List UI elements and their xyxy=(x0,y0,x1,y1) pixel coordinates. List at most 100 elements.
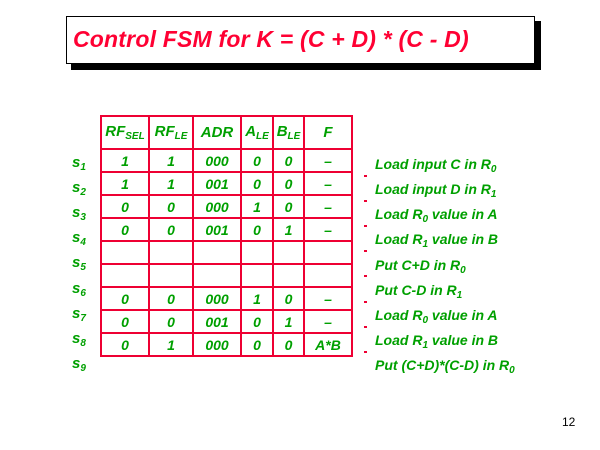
table-header-row: RFSEL RFLE ADR ALE BLE F xyxy=(100,115,353,150)
state-description: Put C+D in R0 xyxy=(375,256,466,280)
desc-text: Load R xyxy=(375,206,423,222)
desc-sub: 0 xyxy=(490,164,497,175)
cell-b-le: 0 xyxy=(272,148,305,173)
cell-a-le xyxy=(240,240,274,265)
state-letter: s xyxy=(72,204,81,221)
header-main: RF xyxy=(154,123,175,140)
cell-rf-le: 1 xyxy=(148,171,194,196)
desc-text: Load input D in R xyxy=(375,181,491,197)
desc-sub: 0 xyxy=(422,214,429,225)
desc-text: value in A xyxy=(428,307,498,323)
desc-text: Put C+D in R xyxy=(375,257,461,273)
header-a-le: ALE xyxy=(240,115,274,150)
cell-a-le xyxy=(240,263,274,288)
state-index: 2 xyxy=(80,187,86,198)
state-description: Load input D in R1 xyxy=(375,180,496,204)
state-letter: s xyxy=(72,254,81,271)
desc-text: Load R xyxy=(375,231,423,247)
cell-f: – xyxy=(303,194,353,219)
cell-f: – xyxy=(303,171,353,196)
table-row xyxy=(100,240,353,265)
state-letter: s xyxy=(72,330,81,347)
cell-rf-le: 1 xyxy=(148,148,194,173)
desc-sub: 1 xyxy=(422,239,429,250)
state-index: 5 xyxy=(80,262,86,273)
header-main: A xyxy=(245,123,257,140)
state-label-s5: s5 xyxy=(72,254,86,277)
state-description: Put (C+D)*(C-D) in R0 xyxy=(375,356,515,380)
cell-b-le: 0 xyxy=(272,332,305,357)
cell-rf-sel: 0 xyxy=(100,309,150,334)
cell-adr xyxy=(192,240,242,265)
cell-f: – xyxy=(303,217,353,242)
cell-f: – xyxy=(303,309,353,334)
desc-sub: 1 xyxy=(490,189,497,200)
cell-a-le: 0 xyxy=(240,332,274,357)
cell-adr: 000 xyxy=(192,286,242,311)
cell-a-le: 0 xyxy=(240,309,274,334)
state-index: 1 xyxy=(80,162,86,173)
cell-b-le: 0 xyxy=(272,286,305,311)
state-letter: s xyxy=(72,280,81,297)
state-description: Load R0 value in A xyxy=(375,306,498,330)
cell-a-le: 0 xyxy=(240,217,274,242)
grid-tick xyxy=(364,326,367,328)
table-row xyxy=(100,263,353,288)
desc-text: value in B xyxy=(428,332,499,348)
cell-rf-sel: 1 xyxy=(100,171,150,196)
desc-text: Load input C in R xyxy=(375,156,491,172)
state-index: 9 xyxy=(80,363,86,374)
desc-sub: 1 xyxy=(422,340,429,351)
state-label-s4: s4 xyxy=(72,229,86,252)
cell-b-le: 0 xyxy=(272,194,305,219)
state-index: 6 xyxy=(80,288,86,299)
cell-adr: 001 xyxy=(192,309,242,334)
state-letter: s xyxy=(72,229,81,246)
cell-adr: 001 xyxy=(192,217,242,242)
cell-f: – xyxy=(303,286,353,311)
desc-sub: 1 xyxy=(456,290,463,301)
cell-a-le: 1 xyxy=(240,194,274,219)
cell-a-le: 0 xyxy=(240,171,274,196)
desc-text: Load R xyxy=(375,332,423,348)
header-sub: SEL xyxy=(125,131,145,142)
grid-tick xyxy=(364,275,367,277)
desc-text: value in B xyxy=(428,231,499,247)
desc-text: value in A xyxy=(428,206,498,222)
cell-b-le: 1 xyxy=(272,217,305,242)
cell-adr xyxy=(192,263,242,288)
cell-adr: 000 xyxy=(192,194,242,219)
slide-title: Control FSM for K = (C + D) * (C - D) xyxy=(73,26,469,52)
grid-tick xyxy=(364,301,367,303)
state-index: 8 xyxy=(80,338,86,349)
state-index: 7 xyxy=(80,313,86,324)
cell-a-le: 0 xyxy=(240,148,274,173)
title-box: Control FSM for K = (C + D) * (C - D) xyxy=(66,16,535,64)
cell-rf-sel: 0 xyxy=(100,286,150,311)
header-adr: ADR xyxy=(192,115,242,150)
state-description: Load R1 value in B xyxy=(375,331,498,355)
desc-text: Put C-D in R xyxy=(375,282,457,298)
header-main: ADR xyxy=(200,124,234,141)
grid-tick xyxy=(364,250,367,252)
cell-rf-le: 0 xyxy=(148,217,194,242)
cell-rf-le: 0 xyxy=(148,194,194,219)
state-label-s7: s7 xyxy=(72,305,86,328)
state-label-s1: s1 xyxy=(72,154,86,177)
cell-rf-le: 0 xyxy=(148,286,194,311)
cell-adr: 000 xyxy=(192,332,242,357)
grid-tick xyxy=(364,200,367,202)
state-description: Load input C in R0 xyxy=(375,155,496,179)
state-index: 4 xyxy=(80,237,86,248)
page-number: 12 xyxy=(562,415,576,429)
header-b-le: BLE xyxy=(272,115,305,150)
header-rf-sel: RFSEL xyxy=(100,115,150,150)
header-f: F xyxy=(303,115,353,150)
desc-sub: 0 xyxy=(509,365,515,376)
